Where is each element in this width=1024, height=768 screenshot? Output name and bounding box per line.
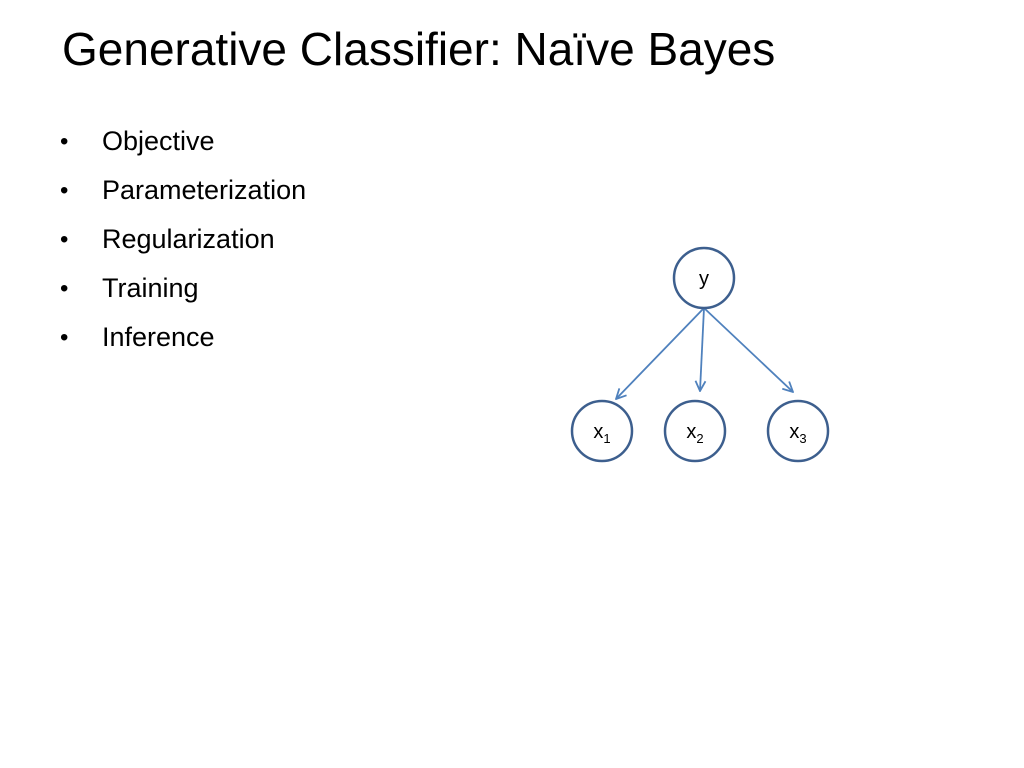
bullet-item-objective: • Objective [58, 117, 306, 166]
node-x2-circle [663, 399, 727, 463]
node-y: y [672, 246, 736, 310]
bullet-item-inference: • Inference [58, 313, 306, 362]
node-x1-text: x [593, 421, 603, 443]
node-x2-label: x2 [686, 421, 703, 446]
node-y-text: y [699, 268, 709, 290]
edge-y-x3 [703, 307, 793, 392]
bullet-text: Training [102, 273, 199, 303]
bullet-item-parameterization: • Parameterization [58, 166, 306, 215]
bullet-item-training: • Training [58, 264, 306, 313]
node-x3-circle [766, 399, 830, 463]
bullet-text: Regularization [102, 224, 275, 254]
node-x3-label: x3 [789, 421, 806, 446]
slide-title: Generative Classifier: Naïve Bayes [62, 23, 776, 75]
bullet-icon: • [60, 225, 69, 253]
node-x3-text: x [789, 421, 799, 443]
node-x2: x2 [663, 399, 727, 463]
bullet-icon: • [60, 127, 69, 155]
node-x1-label: x1 [593, 421, 610, 446]
edge-y-x2 [700, 307, 704, 391]
node-x3-subscript: 3 [799, 431, 806, 446]
edge-y-x1 [616, 307, 705, 399]
bullet-item-regularization: • Regularization [58, 215, 306, 264]
bullet-icon: • [60, 176, 69, 204]
node-x3: x3 [766, 399, 830, 463]
bullet-text: Inference [102, 322, 215, 352]
node-x2-text: x [686, 421, 696, 443]
bullet-icon: • [60, 323, 69, 351]
bullet-text: Objective [102, 126, 215, 156]
node-x2-subscript: 2 [696, 431, 703, 446]
bullet-list: • Objective • Parameterization • Regular… [58, 117, 306, 362]
node-y-circle [672, 246, 736, 310]
bullet-icon: • [60, 274, 69, 302]
node-x1-circle [570, 399, 634, 463]
node-x1: x1 [570, 399, 634, 463]
node-y-label: y [699, 268, 709, 290]
node-x1-subscript: 1 [603, 431, 610, 446]
bullet-text: Parameterization [102, 175, 307, 205]
